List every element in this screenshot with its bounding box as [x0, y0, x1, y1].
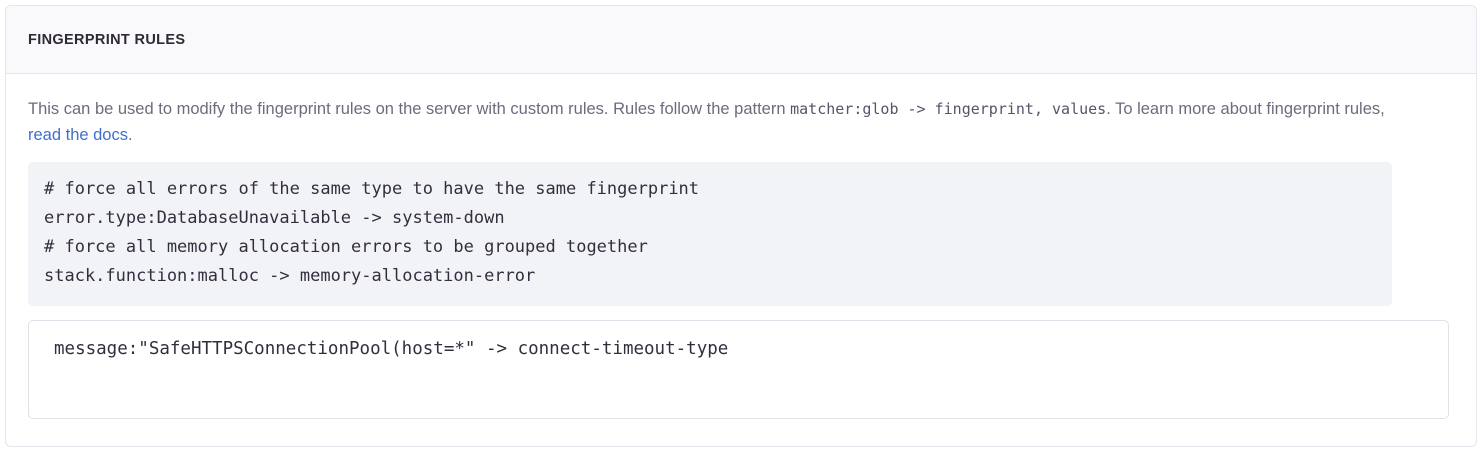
panel-header: FINGERPRINT RULES — [6, 6, 1476, 74]
panel-body: This can be used to modify the fingerpri… — [6, 74, 1476, 419]
description-after-code: . To learn more about fingerprint rules, — [1106, 100, 1385, 118]
description-before-code: This can be used to modify the fingerpri… — [28, 100, 791, 118]
pattern-inline-code: matcher:glob -> fingerprint, values — [790, 100, 1107, 118]
example-rules-code-block: # force all errors of the same type to h… — [28, 162, 1392, 306]
fingerprint-rules-panel: FINGERPRINT RULES This can be used to mo… — [5, 5, 1477, 447]
read-the-docs-link[interactable]: read the docs — [28, 126, 128, 144]
page-title: FINGERPRINT RULES — [28, 31, 186, 48]
fingerprint-rules-input[interactable] — [28, 320, 1449, 419]
description-trailing: . — [127, 126, 133, 144]
description-text: This can be used to modify the fingerpri… — [28, 96, 1388, 148]
